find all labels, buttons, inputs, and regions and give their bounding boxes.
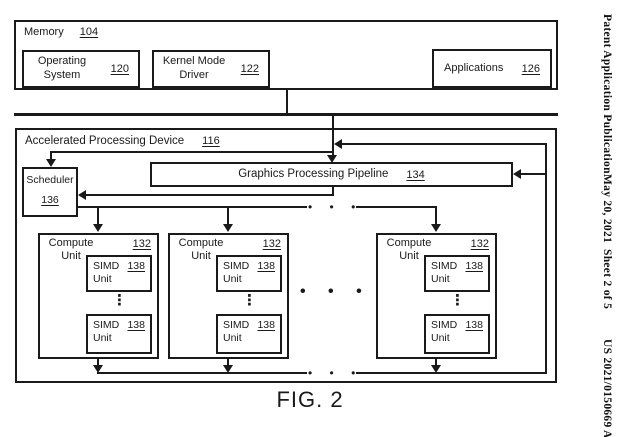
compute-units-ellipsis: • • • (300, 283, 362, 301)
header-date: May 20, 2021 (595, 174, 613, 243)
dispatch-drop-cu3 (435, 208, 437, 225)
figure-caption: FIG. 2 (240, 387, 380, 413)
arrow-into-cu3-top (431, 224, 441, 232)
cu2-simd-ellipsis: ⋮ (242, 293, 256, 308)
scheduler-label: Scheduler (24, 174, 76, 187)
apd-label: Accelerated Processing Device (25, 134, 184, 148)
dispatch-drop-cu2 (227, 208, 229, 225)
arrow-into-pipeline-right (513, 169, 521, 179)
memory-to-bus-connector (286, 90, 288, 114)
operating-system-box: Operating System 120 (22, 50, 140, 88)
apd-ref: 116 (202, 135, 220, 147)
operating-system-ref: 120 (111, 63, 129, 75)
cu1-simd-unit-1-label: SIMD Unit (93, 260, 127, 286)
header-doc-number: US 2021/0150669 A1 (595, 339, 613, 437)
cu3-simd-unit-1-ref: 138 (465, 260, 483, 272)
cu1-simd-unit-2-label: SIMD Unit (93, 319, 127, 345)
compute-unit-1-box: Compute Unit 132 SIMD Unit 138 ⋮ SIMD Un… (38, 233, 159, 359)
memory-label: Memory (24, 26, 64, 40)
dispatch-bus-left-segment (78, 206, 307, 208)
output-bus-ellipsis: • • • (308, 366, 354, 380)
scheduler-ref: 136 (24, 194, 76, 206)
cu3-simd-unit-2-box: SIMD Unit 138 (424, 314, 490, 354)
output-bus-right-segment (356, 372, 547, 374)
kernel-mode-driver-box: Kernel Mode Driver 122 (152, 50, 270, 88)
pipeline-ref: 134 (406, 169, 424, 181)
dispatch-drop-cu1 (97, 208, 99, 225)
applications-ref: 126 (522, 63, 540, 75)
memory-ref: 104 (80, 26, 98, 38)
cu1-simd-unit-1-ref: 138 (127, 260, 145, 272)
applications-box: Applications 126 (432, 49, 552, 88)
memory-box: Memory 104 Operating System 120 Kernel M… (14, 20, 558, 90)
system-bus-line (14, 113, 558, 116)
dispatch-bus-ellipsis: • • • (308, 200, 354, 214)
compute-unit-3-box: Compute Unit 132 SIMD Unit 138 ⋮ SIMD Un… (376, 233, 497, 359)
cu1-simd-unit-2-ref: 138 (127, 319, 145, 331)
cu1-simd-ellipsis: ⋮ (112, 293, 126, 308)
pipeline-box: Graphics Processing Pipeline 134 (150, 162, 513, 187)
cu3-simd-unit-2-ref: 138 (465, 319, 483, 331)
cu3-simd-unit-2-label: SIMD Unit (431, 319, 465, 345)
cu2-simd-unit-2-ref: 138 (257, 319, 275, 331)
kernel-mode-driver-ref: 122 (241, 63, 259, 75)
arrow-into-cu1-top (93, 224, 103, 232)
bus-to-pipeline-connector (332, 114, 334, 156)
compute-unit-2-ref: 132 (263, 238, 281, 250)
arrow-into-scheduler-right (78, 190, 86, 200)
cu2-simd-unit-1-ref: 138 (257, 260, 275, 272)
arrow-into-scheduler-top (46, 159, 56, 167)
right-feedback-vertical (545, 143, 547, 374)
memory-title: Memory 104 (24, 26, 98, 40)
cu3-simd-unit-1-label: SIMD Unit (431, 260, 465, 286)
pipeline-label: Graphics Processing Pipeline (238, 167, 388, 181)
apd-title: Accelerated Processing Device 116 (25, 134, 220, 148)
cu2-simd-unit-1-label: SIMD Unit (223, 260, 257, 286)
cu2-simd-unit-2-label: SIMD Unit (223, 319, 257, 345)
output-bus-left-segment (97, 372, 307, 374)
cu3-simd-ellipsis: ⋮ (450, 293, 464, 308)
cu1-simd-unit-2-box: SIMD Unit 138 (86, 314, 152, 354)
arrow-into-cu2-top (223, 224, 233, 232)
compute-unit-3-ref: 132 (471, 238, 489, 250)
cu3-simd-unit-1-box: SIMD Unit 138 (424, 255, 490, 292)
kernel-mode-driver-label: Kernel Mode Driver (158, 55, 230, 83)
header-sheet: Sheet 2 of 5 (595, 249, 613, 309)
cu1-simd-unit-1-box: SIMD Unit 138 (86, 255, 152, 292)
operating-system-label: Operating System (30, 55, 94, 83)
branch-to-scheduler-line (50, 151, 332, 153)
pipeline-to-scheduler-line (86, 194, 334, 196)
feedback-to-pipeline-line (521, 173, 545, 175)
cu2-simd-unit-1-box: SIMD Unit 138 (216, 255, 282, 292)
compute-unit-2-box: Compute Unit 132 SIMD Unit 138 ⋮ SIMD Un… (168, 233, 289, 359)
dispatch-bus-right-segment (356, 206, 437, 208)
feedback-top-line (342, 143, 546, 145)
applications-label: Applications (444, 62, 503, 76)
header-publication: Patent Application Publication (595, 14, 613, 174)
compute-unit-1-ref: 132 (133, 238, 151, 250)
cu2-simd-unit-2-box: SIMD Unit 138 (216, 314, 282, 354)
scheduler-box: Scheduler 136 (22, 167, 78, 217)
arrow-into-bus-connector (334, 139, 342, 149)
